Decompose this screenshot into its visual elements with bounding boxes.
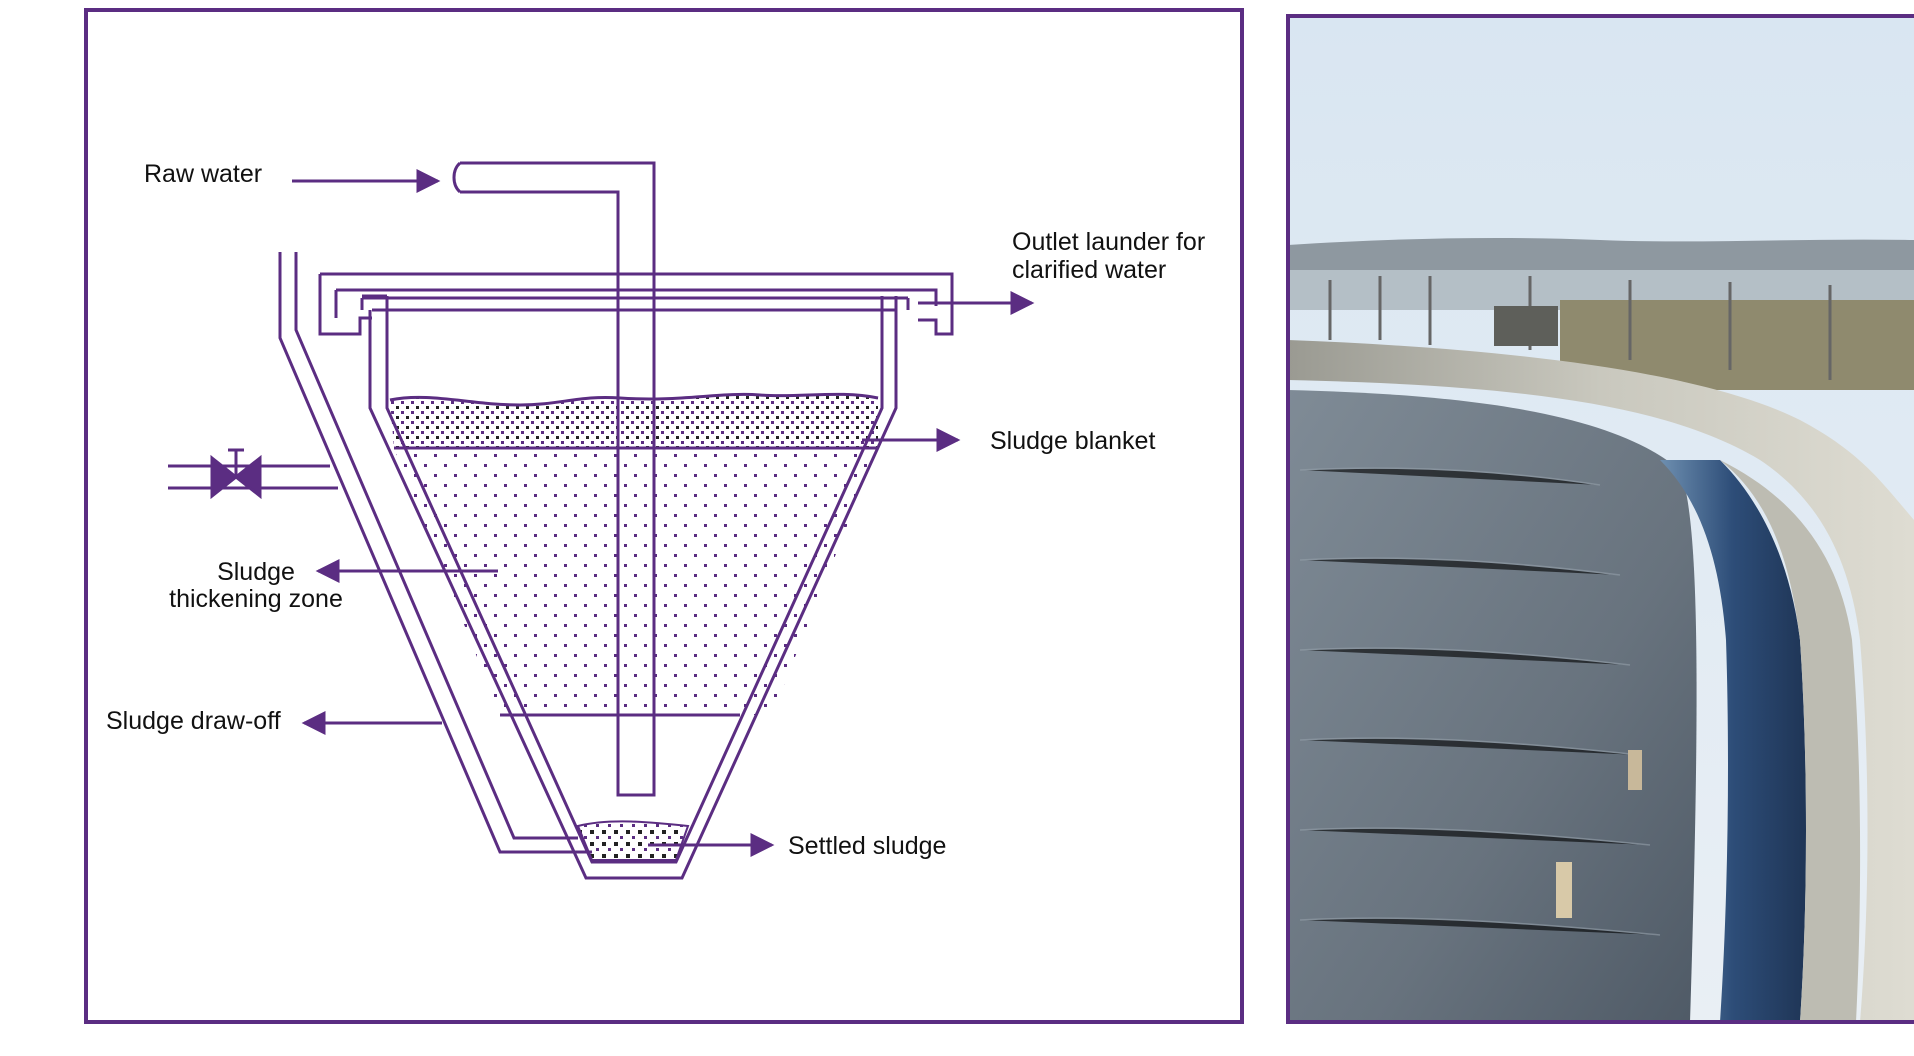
inner-cone bbox=[385, 296, 884, 864]
label-thickening-line2: thickening zone bbox=[169, 585, 343, 613]
settled-sludge-layer bbox=[576, 820, 690, 861]
outer-cone bbox=[368, 310, 898, 880]
label-sludge-draw-off: Sludge draw-off bbox=[106, 707, 281, 735]
valve-icon bbox=[210, 454, 239, 500]
label-outlet-line2: clarified water bbox=[1012, 256, 1166, 284]
sludge-blanket-layer bbox=[390, 394, 878, 448]
diagram-arrows bbox=[292, 169, 1035, 857]
label-thickening-line1: Sludge bbox=[217, 558, 295, 586]
photo-frame bbox=[1286, 14, 1914, 1024]
label-sludge-blanket: Sludge blanket bbox=[990, 427, 1155, 455]
clarifier-photo bbox=[1288, 16, 1914, 1022]
sludge-draw-off-pipe bbox=[278, 252, 592, 854]
label-outlet-line1: Outlet launder for bbox=[1012, 228, 1205, 256]
raw-water-pipe bbox=[460, 161, 656, 797]
thickening-zone bbox=[394, 448, 878, 715]
clarifier-diagram bbox=[168, 161, 954, 880]
outlet-launder bbox=[320, 272, 954, 336]
label-raw-water: Raw water bbox=[144, 160, 262, 188]
label-settled-sludge: Settled sludge bbox=[788, 832, 946, 860]
